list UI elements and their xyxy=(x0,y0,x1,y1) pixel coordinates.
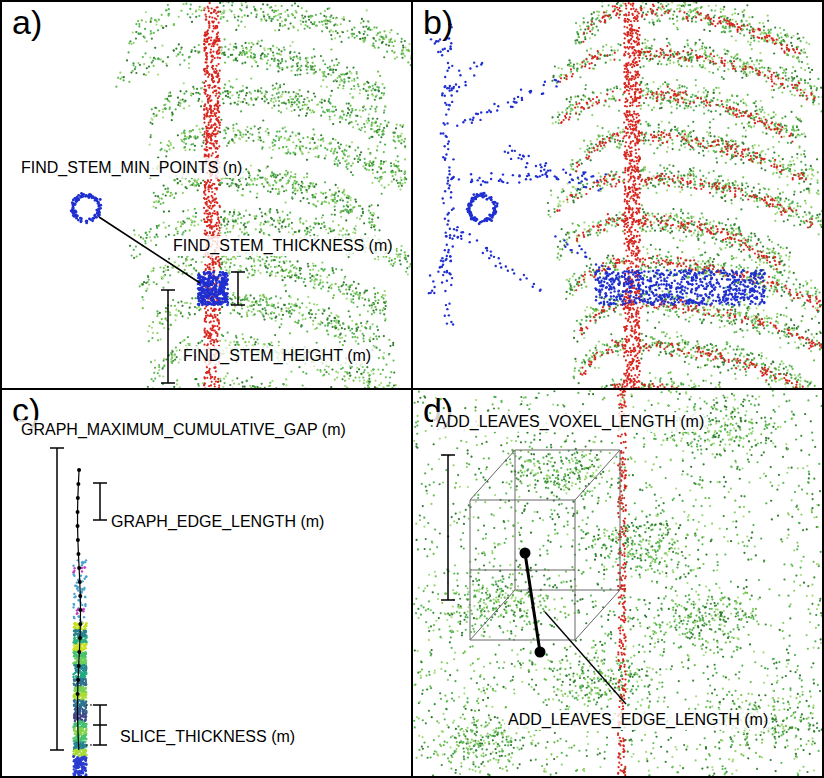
figure-page: a)b)c)d)FIND_STEM_MIN_POINTS (n)FIND_STE… xyxy=(0,0,824,778)
